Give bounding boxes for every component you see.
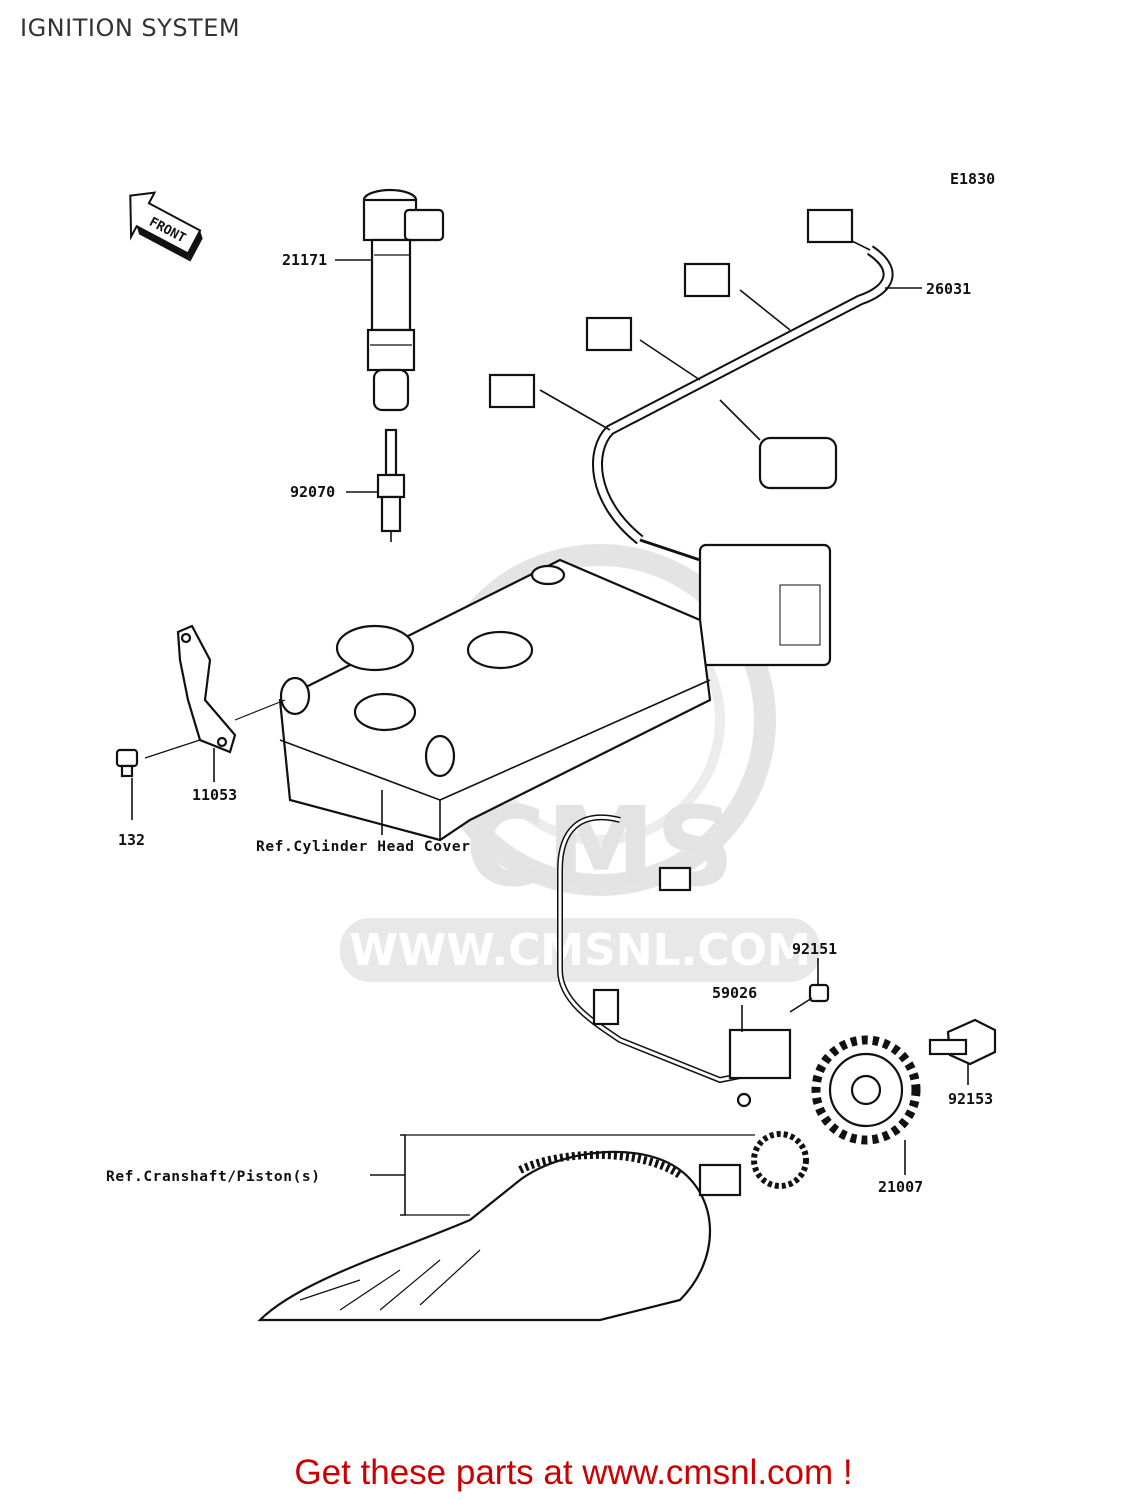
callout-11053: 11053 [192,786,237,804]
wiring-harness [488,208,894,667]
ref-cylinder-head-cover: Ref.Cylinder Head Cover [256,839,471,855]
page-title: IGNITION SYSTEM [20,14,241,42]
cylinder-head-cover [278,558,712,842]
bolt-132 [115,748,139,778]
pickup-coil [557,814,792,1108]
bracket [176,624,237,754]
spark-plug [376,428,406,542]
callout-26031: 26031 [926,280,971,298]
callout-92153: 92153 [948,1090,993,1108]
screw-92151 [789,983,830,1013]
front-arrow-icon: FRONT [129,191,203,262]
callout-92151: 92151 [792,940,837,958]
callout-92070: 92070 [290,483,335,501]
callout-59026: 59026 [712,984,757,1002]
promo-link[interactable]: Get these parts at www.cmsnl.com ! [294,1453,853,1492]
watermark-url: WWW.CMSNL.COM [349,925,811,976]
callout-132: 132 [118,831,145,849]
callout-21171: 21171 [282,251,327,269]
diagram-code: E1830 [950,170,995,188]
ref-crankshaft: Ref.Cranshaft/Piston(s) [106,1169,321,1185]
timing-rotor [811,1035,921,1145]
bolt-92153 [928,1018,997,1066]
parts-diagram: CMS WWW.CMSNL.COM E1830 FRONT 21171 9207… [106,170,997,1322]
crankshaft [257,1131,809,1322]
callout-21007: 21007 [878,1178,923,1196]
ignition-coil [362,188,445,412]
